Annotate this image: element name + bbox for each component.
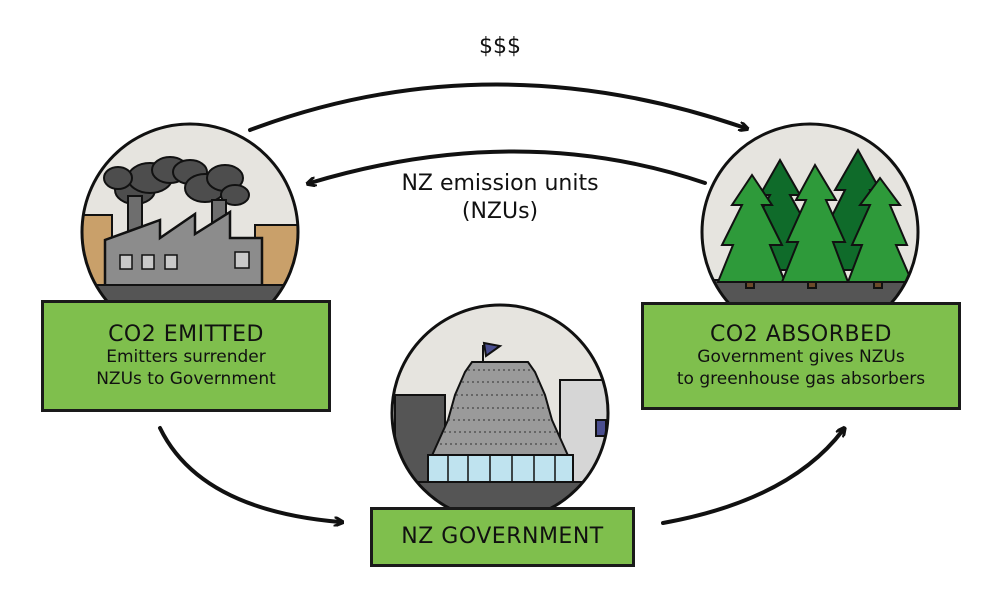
co2-emitted-title: CO2 EMITTED [108,322,264,348]
nzu-label-line1: NZ emission units [401,171,599,196]
nzu-arrow [310,149,707,184]
co2-absorbed-line2: to greenhouse gas absorbers [676,368,926,389]
co2-emitted-line1: Emitters surrender [106,347,266,368]
nz-government-box: NZ GOVERNMENT [370,507,635,567]
co2-absorbed-line1: Government gives NZUs [697,347,905,368]
nzu-label: NZ emission units (NZUs) [380,170,620,225]
co2-emitted-box: CO2 EMITTED Emitters surrender NZUs to G… [41,300,331,412]
co2-absorbed-title: CO2 ABSORBED [710,322,892,348]
co2-emitted-line2: NZUs to Government [96,368,276,389]
money-arrow [248,82,745,130]
government-to-absorbed-arrow [661,430,843,525]
forest-icon [700,122,920,342]
money-label: $$$ [479,34,521,59]
emitted-to-government-arrow [158,426,340,522]
nz-government-title: NZ GOVERNMENT [401,524,604,550]
beehive-building-icon [390,303,610,523]
co2-absorbed-box: CO2 ABSORBED Government gives NZUs to gr… [641,302,961,410]
nzu-label-line2: (NZUs) [461,198,539,224]
